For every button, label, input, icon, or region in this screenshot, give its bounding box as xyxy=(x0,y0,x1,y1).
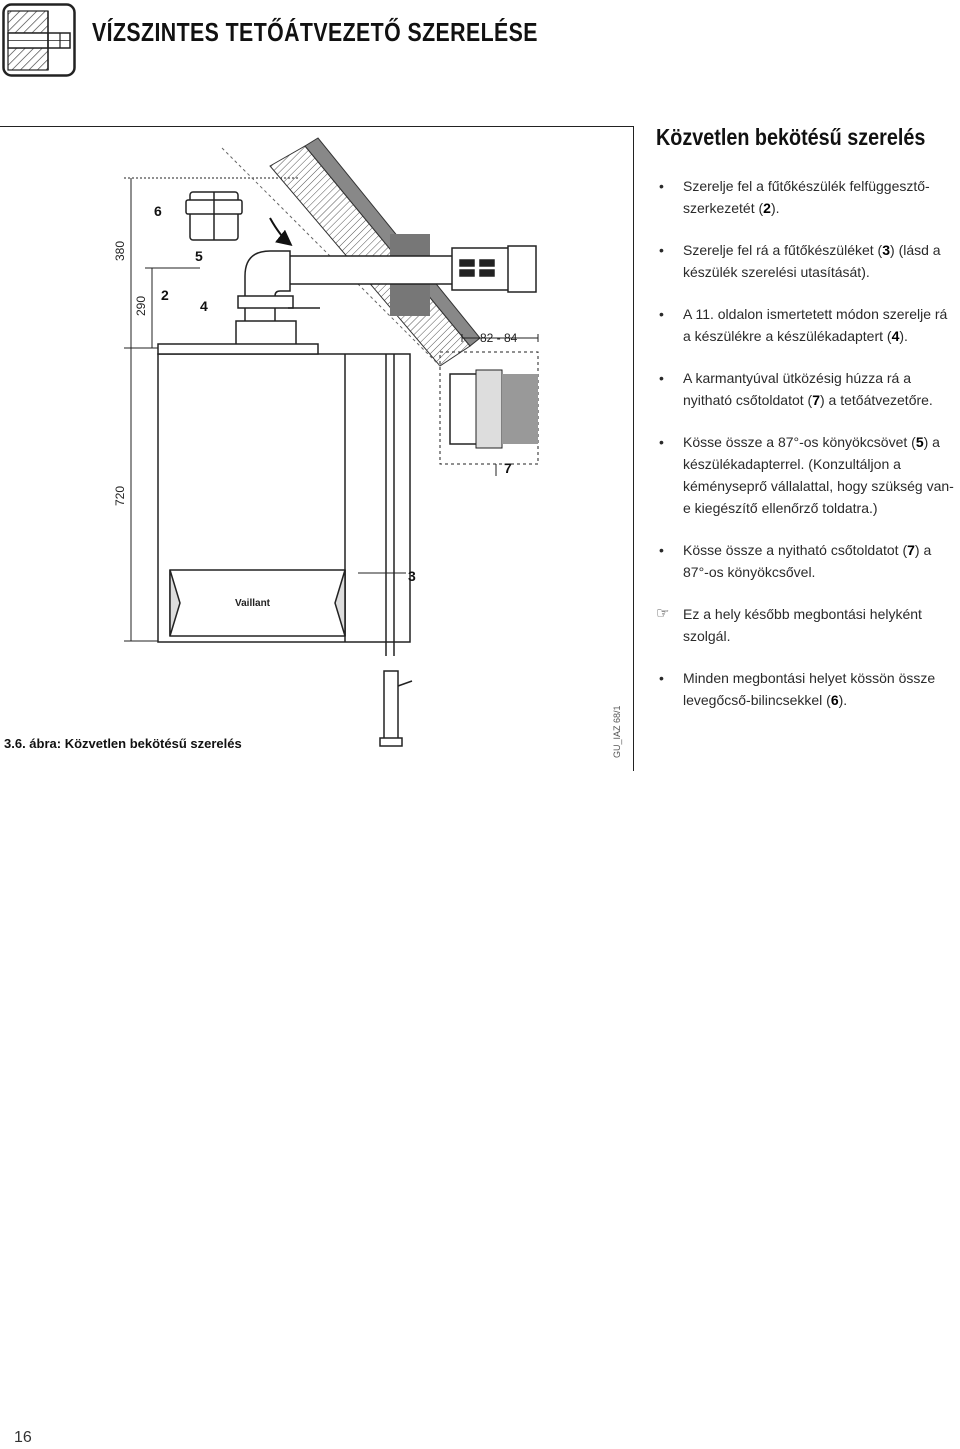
step-item: • Kösse össze a 87°-os könyökcsövet (5) a… xyxy=(656,431,956,519)
part-reference: 7 xyxy=(812,392,820,408)
bullet-icon: • xyxy=(659,370,664,386)
part-reference: 6 xyxy=(830,692,839,708)
step-text: Minden megbontási helyet kössön össze le… xyxy=(683,670,936,708)
bullet-icon: • xyxy=(659,670,664,686)
dim-720: 720 xyxy=(113,486,127,506)
step-text: A 11. oldalon ismertetett módon szerelje… xyxy=(683,306,948,344)
step-text: ) (lásd a készülék szerelési utasítását)… xyxy=(683,242,941,280)
callout-7: 7 xyxy=(504,460,512,476)
figure-frame xyxy=(0,126,634,771)
step-text: Kösse össze a nyitható csőtoldatot ( xyxy=(683,542,908,558)
spacer xyxy=(656,219,956,239)
pointing-hand-icon: ☞ xyxy=(656,605,670,622)
step-item: • Szerelje fel rá a fűtőkészüléket (3) (l… xyxy=(656,239,956,283)
spacer xyxy=(656,347,956,367)
part-reference: 7 xyxy=(907,542,915,558)
horizontal-flue-pipe-icon xyxy=(2,3,76,77)
part-reference: 5 xyxy=(915,434,924,450)
step-item: • Szerelje fel a fűtőkészülék felfüggeszt… xyxy=(656,175,956,219)
step-text: A karmantyúval ütközésig húzza rá a nyit… xyxy=(683,370,912,408)
dim-380: 380 xyxy=(113,241,127,261)
callout-numbers: 6 5 2 4 3 7 xyxy=(154,203,512,584)
bullet-icon: • xyxy=(659,178,664,194)
callout-3: 3 xyxy=(408,568,416,584)
bullet-icon: • xyxy=(659,306,664,322)
callout-5: 5 xyxy=(195,248,203,264)
spacer xyxy=(656,283,956,303)
section-title: Közvetlen bekötésű szerelés xyxy=(656,124,926,150)
step-item: • Minden megbontási helyet kössön össze l… xyxy=(656,667,956,711)
callout-6: 6 xyxy=(154,203,162,219)
part-reference: 3 xyxy=(882,242,891,258)
part-reference: 2 xyxy=(763,200,771,216)
figure-code: GU_IAZ 68/1 xyxy=(612,705,622,758)
step-text: Szerelje fel rá a fűtőkészüléket ( xyxy=(683,242,883,258)
step-text: ). xyxy=(770,200,780,216)
dimension-lines xyxy=(124,177,300,642)
step-item: • A karmantyúval ütközésig húzza rá a nyi… xyxy=(656,367,956,411)
spacer xyxy=(656,647,956,667)
figure-caption: 3.6. ábra: Közvetlen bekötésű szerelés xyxy=(4,736,242,751)
step-item: • Kösse össze a nyitható csőtoldatot (7) … xyxy=(656,539,956,583)
page-number: 16 xyxy=(14,1429,32,1446)
step-text: ). xyxy=(838,692,848,708)
installation-steps: • Szerelje fel a fűtőkészülék felfüggeszt… xyxy=(656,175,956,711)
dim-82-84: 82 - 84 xyxy=(480,331,518,345)
step-text: ) a 87°-os könyökcsővel. xyxy=(683,542,932,580)
flue-pipe xyxy=(235,245,537,352)
condensate-pipe xyxy=(379,354,413,747)
bullet-icon: • xyxy=(659,242,664,258)
part-reference: 4 xyxy=(891,328,900,344)
step-text: ). xyxy=(899,328,908,344)
spacer xyxy=(656,411,956,431)
pipe-detail xyxy=(439,334,539,465)
step-item: • A 11. oldalon ismertetett módon szerelj… xyxy=(656,303,956,347)
step-text: Szerelje fel a fűtőkészülék felfüggesztő… xyxy=(683,178,930,216)
clamp-part xyxy=(185,191,243,241)
spacer xyxy=(656,583,956,603)
step-text: ) a tetőátvezetőre. xyxy=(819,392,933,408)
spacer xyxy=(656,519,956,539)
boiler-brand: Vaillant xyxy=(235,598,271,609)
installation-diagram: 380 290 720 82 - 84 xyxy=(113,137,539,747)
callout-4: 4 xyxy=(200,298,208,314)
callout-2: 2 xyxy=(161,287,169,303)
boiler xyxy=(157,343,411,643)
step-text: ) a készülékadapterrel. (Konzultáljon a … xyxy=(683,434,954,516)
dim-290: 290 xyxy=(134,296,148,316)
step-text: Kösse össze a 87°-os könyökcsövet ( xyxy=(683,434,916,450)
step-text: Ez a hely később megbontási helyként szo… xyxy=(683,606,922,644)
note-item: ☞ Ez a hely később megbontási helyként sz… xyxy=(656,603,956,647)
bullet-icon: • xyxy=(659,434,664,450)
page-title: VÍZSZINTES TETŐÁTVEZETŐ SZERELÉSE xyxy=(92,17,538,47)
bullet-icon: • xyxy=(659,542,664,558)
